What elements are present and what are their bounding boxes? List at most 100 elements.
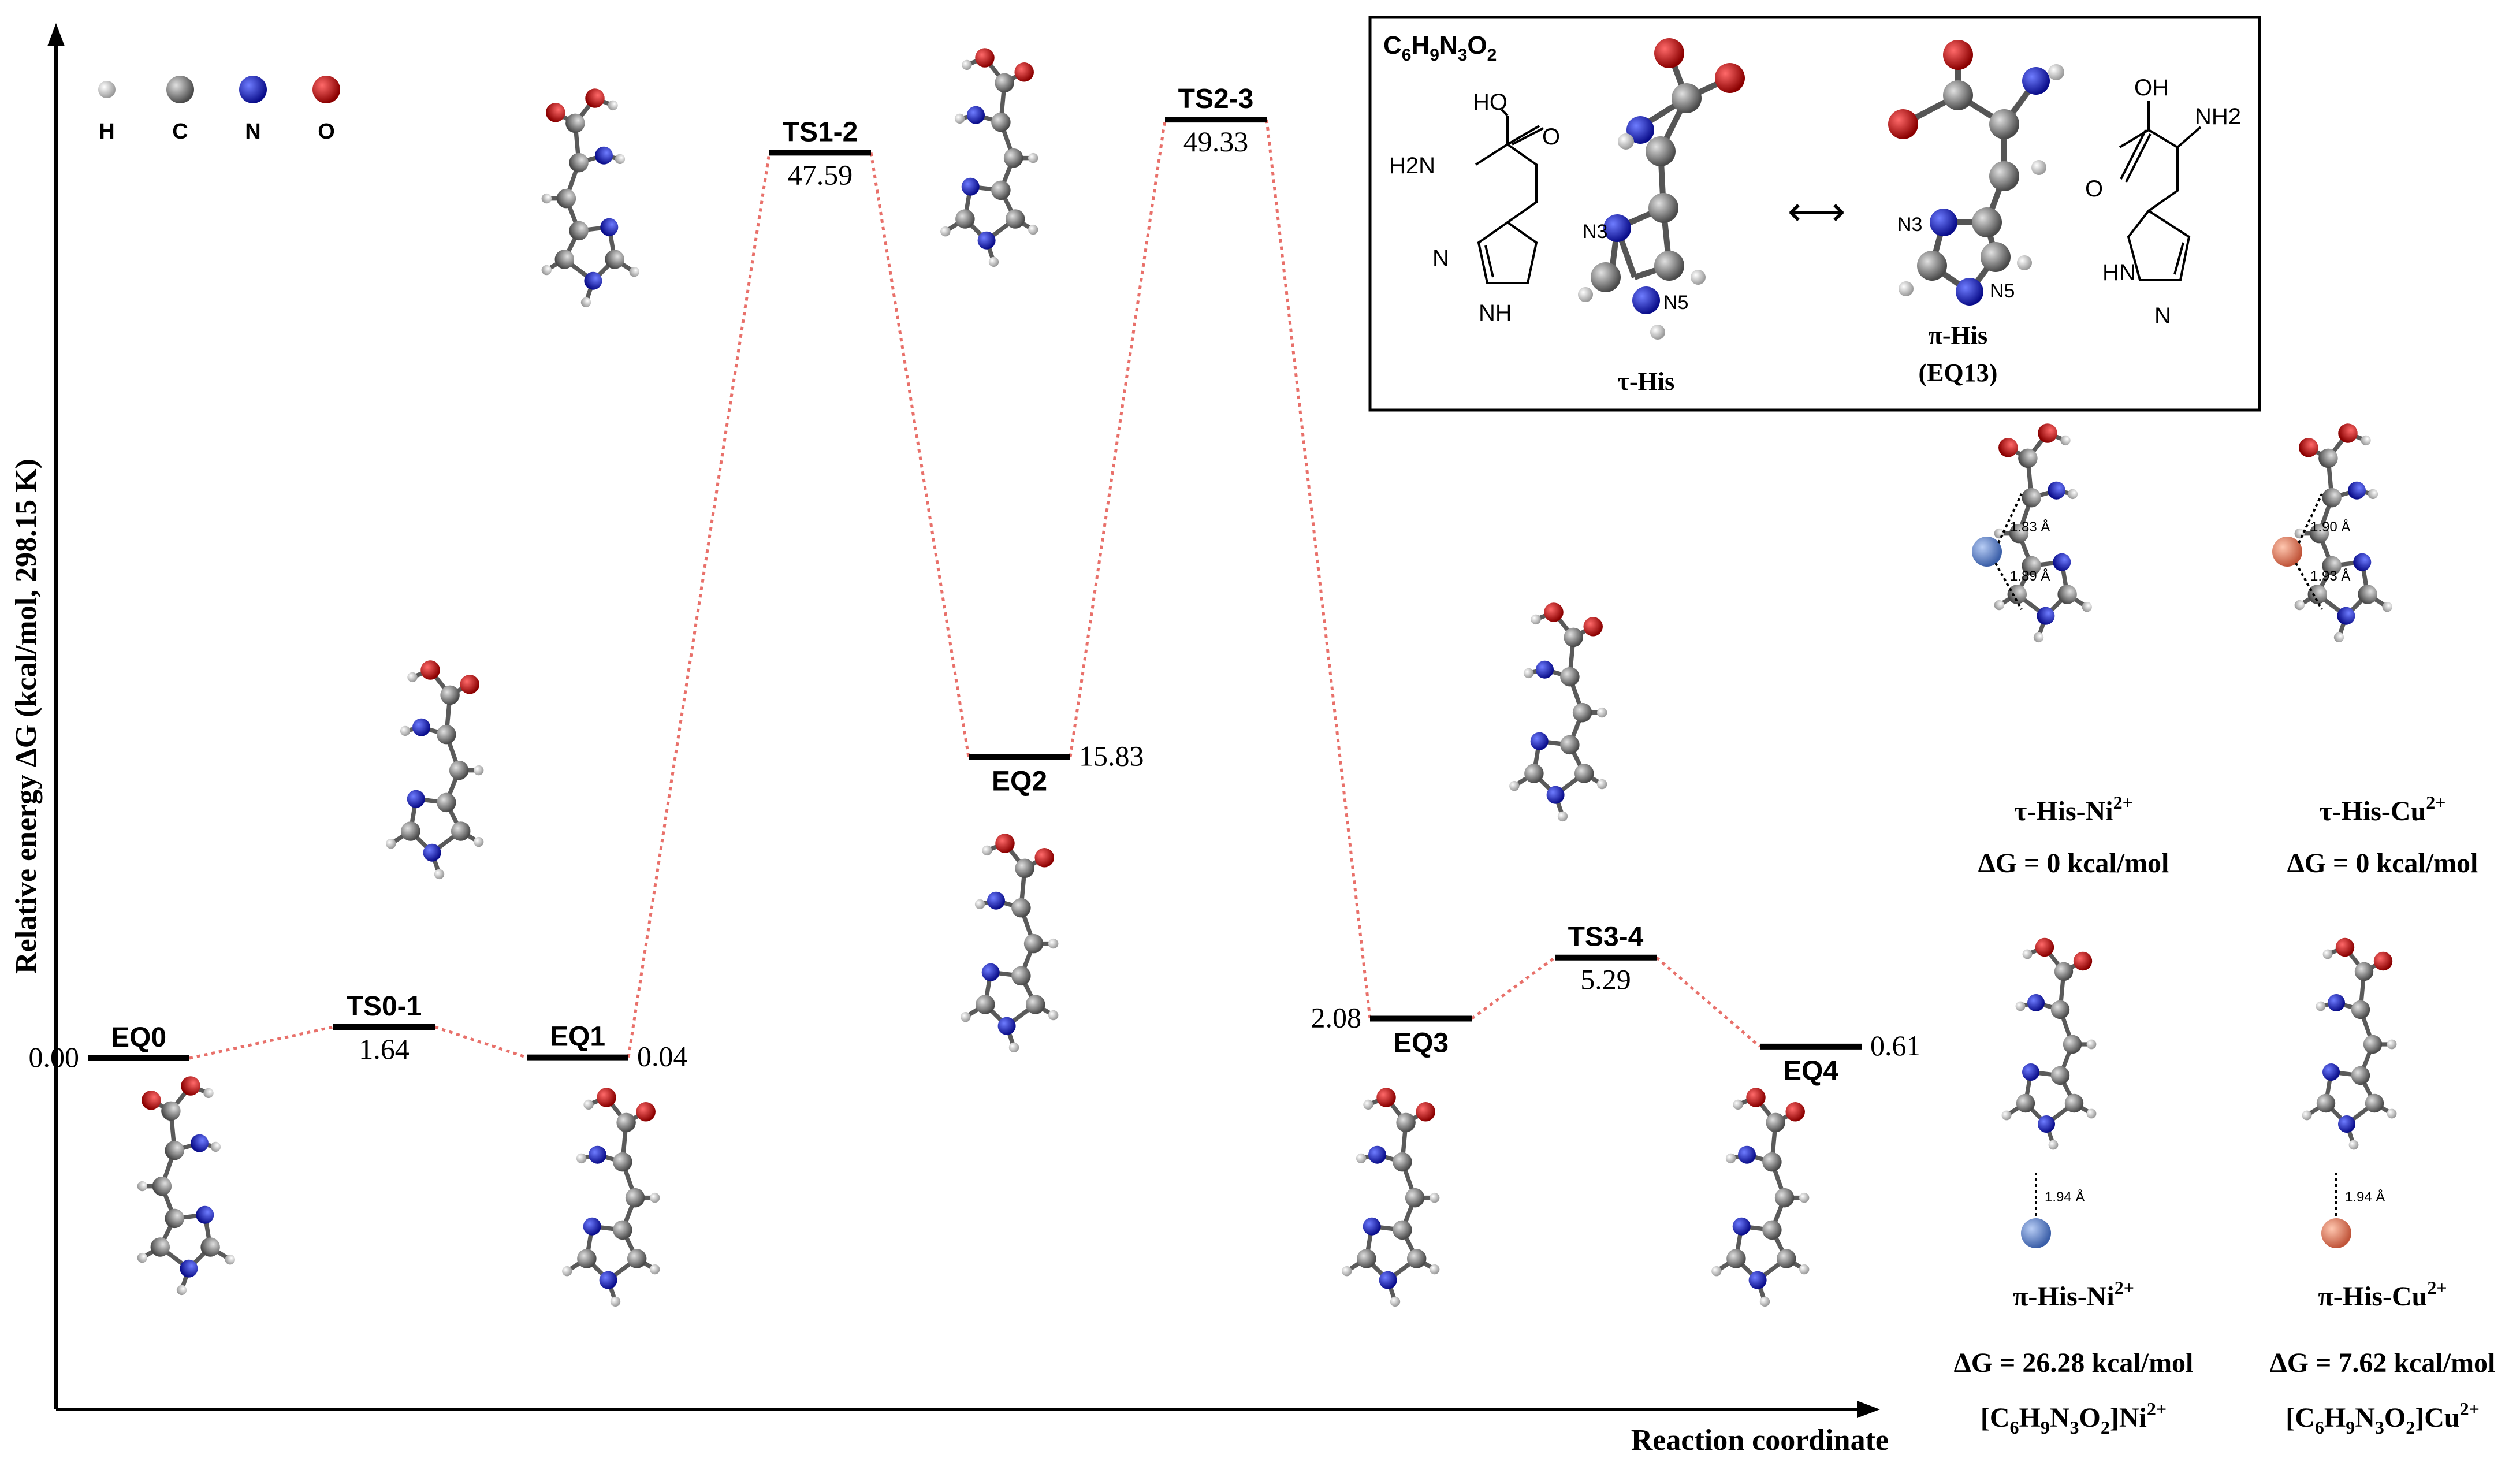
tau-ni-title: τ-His-Ni2+: [2014, 792, 2133, 827]
y-axis-label: Relative energy ΔG (kcal/mol, 298.15 K): [10, 459, 43, 974]
molecule-ts3-4: [1509, 602, 1607, 822]
state-value-eq2: 15.83: [1079, 740, 1144, 772]
state-label-eq0: EQ0: [111, 1022, 166, 1053]
tau-cu-molecule: [2294, 423, 2392, 643]
inset-formula: C6H9N3O2: [1383, 31, 1497, 65]
state-label-ts3-4: TS3-4: [1568, 922, 1644, 952]
connector-7: [1655, 956, 1761, 1048]
connector-5: [1265, 119, 1372, 1019]
pi-nh2-label: NH2: [2195, 104, 2241, 129]
legend-o-label: O: [318, 120, 335, 144]
connector-3: [869, 152, 970, 757]
molecule-eq0: [137, 1076, 235, 1296]
legend-o-atom-icon: [312, 76, 340, 103]
molecule-ts0-1: [386, 660, 484, 880]
state-value-eq4: 0.61: [1870, 1029, 1921, 1062]
connector-6: [1471, 956, 1556, 1020]
pi-o-label: O: [2085, 176, 2103, 202]
state-label-ts2-3: TS2-3: [1178, 84, 1254, 114]
tau-ho-label: HO: [1473, 90, 1507, 115]
pi-cu-molecule: [2302, 937, 2397, 1150]
state-label-eq4: EQ4: [1783, 1056, 1838, 1087]
pi-oh-label: OH: [2134, 75, 2169, 101]
pi-cu-dg: ΔG = 7.62 kcal/mol: [2270, 1348, 2496, 1378]
cu-ion-icon: [2321, 1218, 2351, 1248]
tau-nh-label: NH: [1479, 300, 1512, 326]
pi-cu-title: π-His-Cu2+: [2318, 1277, 2447, 1312]
state-label-ts0-1: TS0-1: [347, 991, 422, 1022]
connector-2: [627, 152, 771, 1058]
molecule-eq1: [541, 88, 639, 308]
pi-ni-title: π-His-Ni2+: [2013, 1277, 2134, 1312]
molecule-eq3: [1342, 1088, 1440, 1307]
tau-ni-molecule: [1994, 423, 2092, 643]
state-label-eq3: EQ3: [1393, 1028, 1449, 1058]
complex-tau-cu: 1.90 Å 1.93 Å: [2272, 423, 2392, 643]
pi-ni-molecule: [2001, 937, 2097, 1150]
pi-ni-formula: [C6H9N3O2]Ni2+: [1981, 1398, 2167, 1438]
state-label-eq1: EQ1: [550, 1022, 605, 1052]
complex-pi-ni: 1.94 Å: [2001, 937, 2097, 1248]
inset-box: [1368, 16, 2261, 412]
pi-his-sublabel: (EQ13): [1919, 359, 1998, 387]
ni-ion-icon: [1972, 537, 2002, 567]
molecule-eq2: [961, 834, 1059, 1053]
y-axis-arrow: [47, 23, 65, 46]
tau-ni-d2: 1.89 Å: [2010, 568, 2050, 584]
pi-cu-d1: 1.94 Å: [2345, 1189, 2385, 1205]
pi-hn-label: HN: [2102, 260, 2136, 285]
tau-cu-d2: 1.93 Å: [2310, 568, 2350, 584]
molecule-ts2-3: [940, 48, 1038, 267]
state-value-ts3-4: 5.29: [1580, 963, 1631, 996]
complex-tau-ni: 1.83 Å 1.89 Å: [1972, 423, 2092, 643]
state-value-eq1: 0.04: [637, 1040, 688, 1073]
pi-cu-formula: [C6H9N3O2]Cu2+: [2286, 1398, 2480, 1438]
state-value-eq0: 0.00: [29, 1041, 80, 1073]
molecule-eq1-alt: [562, 1088, 660, 1307]
cu-ion-icon: [2272, 537, 2302, 567]
state-value-eq3: 2.08: [1311, 1001, 1362, 1033]
inset-panel: C6H9N3O2 HO O H2N N NH: [1368, 16, 2261, 412]
pi-n3-label: N3: [1897, 214, 1922, 236]
state-label-eq2: EQ2: [992, 767, 1047, 797]
x-axis-label: Reaction coordinate: [1631, 1424, 1889, 1457]
state-value-ts2-3: 49.33: [1183, 125, 1249, 158]
connector-4: [1069, 119, 1167, 757]
tau-his-label: τ-His: [1618, 367, 1675, 396]
tau-o-label: O: [1542, 124, 1560, 150]
pi-ni-d1: 1.94 Å: [2045, 1189, 2085, 1205]
connector-1: [434, 1025, 527, 1059]
tau-n-label: N: [1432, 245, 1449, 271]
state-value-ts1-2: 47.59: [788, 158, 853, 191]
ni-ion-icon: [2021, 1218, 2051, 1248]
complex-pi-cu: 1.94 Å: [2302, 937, 2397, 1248]
state-molecules: [137, 48, 1810, 1307]
pi-his-label: π-His: [1929, 321, 1987, 349]
tau-cu-dg: ΔG = 0 kcal/mol: [2287, 848, 2478, 879]
connector-0: [189, 1025, 334, 1060]
pi-n-label: N: [2154, 303, 2171, 329]
tau-ni-dg: ΔG = 0 kcal/mol: [1978, 848, 2169, 879]
tau-n5-label: N5: [1663, 292, 1688, 314]
atom-legend: H C N O: [98, 76, 340, 144]
legend-c-atom-icon: [166, 76, 194, 103]
tau-cu-title: τ-His-Cu2+: [2319, 792, 2445, 827]
tau-h2n-label: H2N: [1389, 153, 1435, 178]
tau-ni-d1: 1.83 Å: [2010, 519, 2050, 535]
tau-cu-d1: 1.90 Å: [2310, 519, 2350, 535]
pi-n5-label: N5: [1990, 280, 2015, 302]
state-value-ts0-1: 1.64: [359, 1033, 410, 1065]
state-label-ts1-2: TS1-2: [783, 117, 858, 147]
legend-n-label: N: [245, 120, 260, 144]
legend-h-atom-icon: [98, 81, 116, 98]
tau-his-3d-structure: [1578, 38, 1745, 340]
legend-h-label: H: [99, 120, 114, 144]
pi-ni-dg: ΔG = 26.28 kcal/mol: [1954, 1348, 2194, 1378]
x-axis-arrow: [1857, 1401, 1880, 1418]
molecule-eq4: [1711, 1088, 1810, 1307]
tau-n3-label: N3: [1583, 221, 1607, 243]
legend-c-label: C: [172, 120, 188, 144]
tau-his-skeletal-structure: [1475, 109, 1544, 284]
